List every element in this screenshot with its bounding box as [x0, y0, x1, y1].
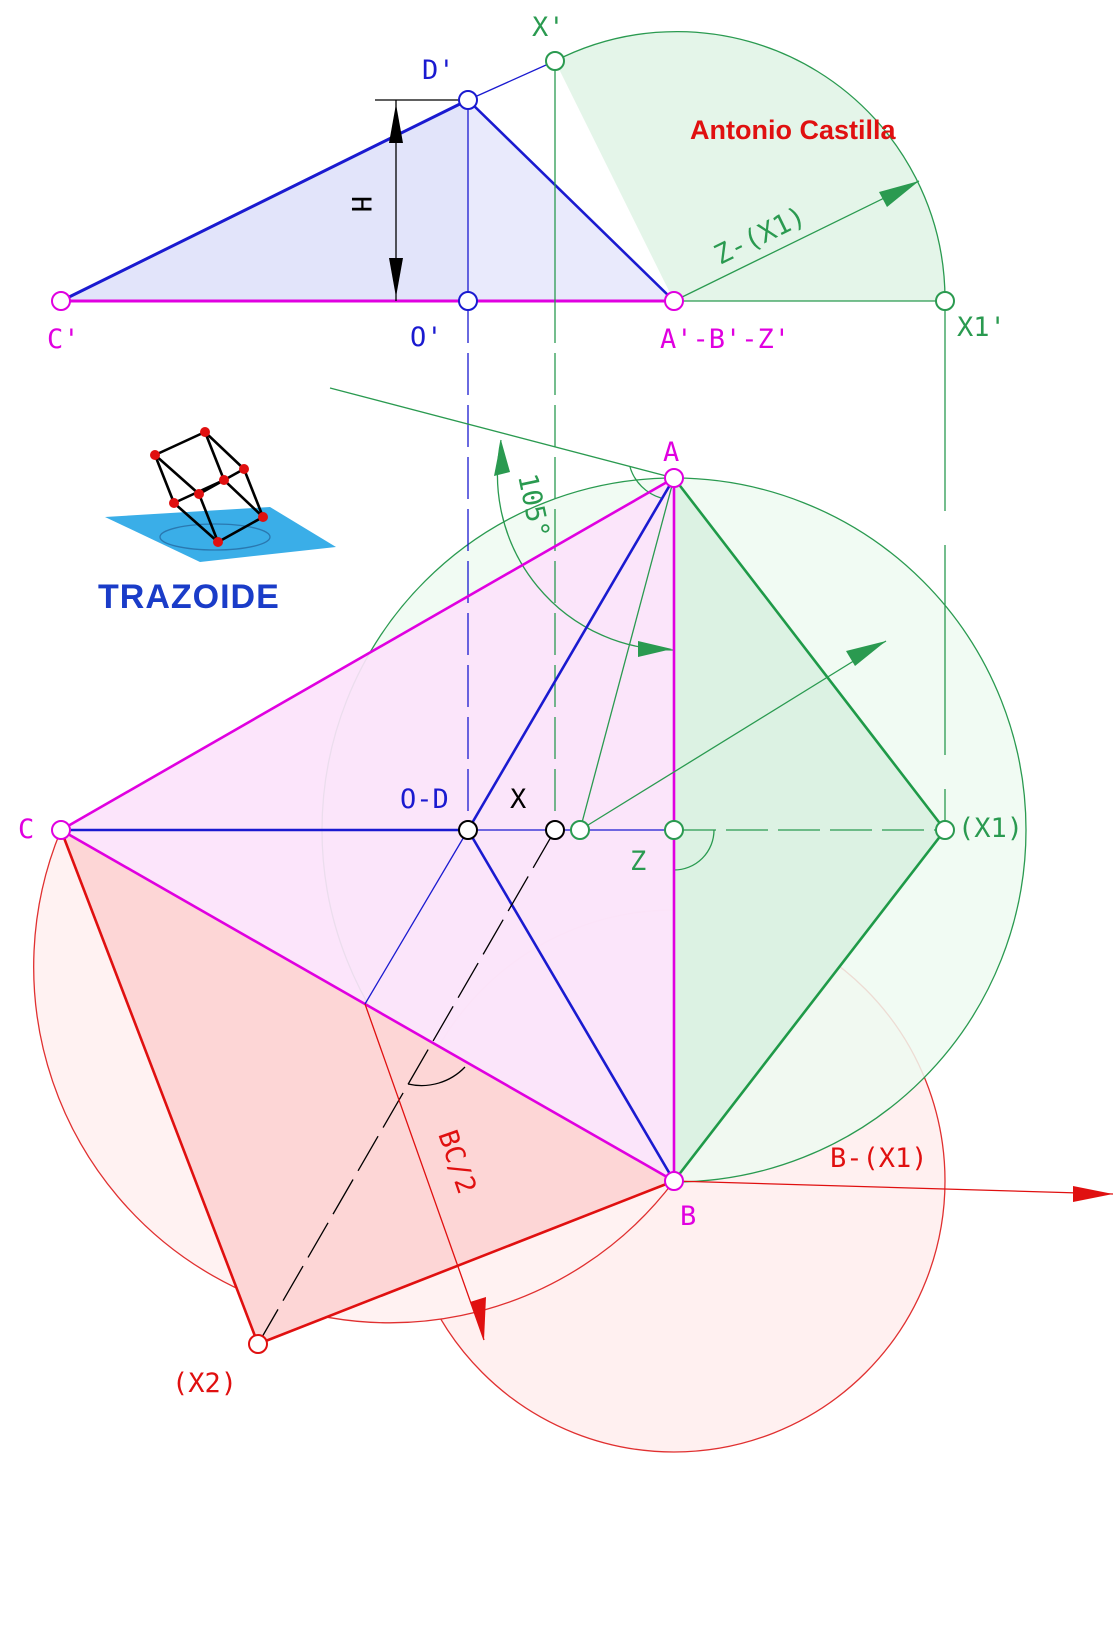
point-z: [664, 820, 684, 840]
point-x1: [935, 820, 955, 840]
label-x: X: [510, 784, 526, 815]
label-x1: (X1): [958, 813, 1023, 844]
logo-plane-shadow: [159, 523, 271, 551]
h-arrow-top: [389, 104, 403, 143]
label-z: Z: [630, 846, 646, 877]
radius-z-x1-arrow: [879, 181, 919, 207]
line-b-x1: [672, 829, 947, 1182]
point-o-prime: [458, 291, 478, 311]
line-xs-radius: [579, 640, 887, 831]
label-od: O-D: [400, 784, 449, 815]
rotation-reference-line: [329, 387, 675, 479]
label-x2: (X2): [172, 1368, 237, 1399]
edge-od-b: [466, 829, 676, 1182]
h-arrow-bottom: [389, 258, 403, 297]
point-x: [545, 820, 565, 840]
label-o-prime: O': [410, 322, 443, 353]
logo-edge-1: [153, 454, 176, 504]
logo-node: [219, 475, 229, 485]
logo-node: [239, 464, 249, 474]
logo-node: [213, 537, 223, 547]
line-d-x-prime: [467, 60, 556, 101]
logo-node: [258, 512, 268, 522]
quarter-disc-x1: [555, 31, 946, 301]
altitude-od-bc: [364, 829, 469, 1005]
edge-c-b: [60, 828, 675, 1183]
point-x2: [248, 1334, 268, 1354]
line-c-x2: [59, 829, 260, 1345]
label-c-prime: C': [47, 324, 80, 355]
label-abz-prime: A'-B'-Z': [660, 324, 790, 355]
line-d-a-prime: [467, 99, 675, 302]
point-a-prime: [664, 291, 684, 311]
right-angle-mark-bc: [407, 1066, 466, 1087]
point-a: [664, 468, 684, 488]
logo-node: [150, 450, 160, 460]
logo-edge-4: [197, 493, 220, 543]
point-x1-prime: [935, 291, 955, 311]
angle-arrow-right: [638, 641, 672, 657]
label-h: H: [345, 196, 376, 212]
logo-plane: [105, 507, 336, 562]
logo-node: [169, 498, 179, 508]
angle-arrow-top: [494, 440, 510, 476]
point-d-prime: [458, 90, 478, 110]
label-a: A: [663, 437, 679, 468]
label-b: B: [680, 1201, 696, 1232]
label-x1-prime: X1': [957, 312, 1006, 343]
edge-c-a: [60, 476, 675, 832]
logo-text: TRAZOIDE: [98, 578, 280, 616]
radius-bc-half-line: [364, 1003, 485, 1341]
radius-z-x1-line: [673, 180, 920, 302]
logo-node: [200, 427, 210, 437]
trazoide-logo: TRAZOIDE: [98, 427, 336, 616]
line-a-x1: [672, 477, 947, 831]
label-c: C: [18, 814, 34, 845]
label-d-prime: D': [422, 55, 455, 86]
radius-b-x1-line: [673, 1180, 1114, 1195]
label-x-prime: X': [532, 12, 565, 43]
edge-od-a: [466, 477, 676, 831]
radius-b-x1-arrow: [1073, 1186, 1113, 1202]
point-c-prime: [51, 291, 71, 311]
point-c: [51, 820, 71, 840]
point-b: [664, 1171, 684, 1191]
point-xs: [570, 820, 590, 840]
triangle-c-x2-b: [61, 830, 674, 1344]
line-x2-b: [257, 1179, 675, 1346]
quarter-arc-x1: [554, 31, 946, 302]
label-b-x1: B-(X1): [830, 1143, 928, 1174]
radius-ab-arrow: [846, 641, 886, 666]
logo-edge-2: [203, 431, 226, 481]
logo-node: [194, 489, 204, 499]
radius-bc-half-arrow: [470, 1297, 486, 1340]
author-name: Antonio Castilla: [690, 115, 896, 145]
right-angle-mark-z: [673, 829, 715, 871]
point-x-prime: [545, 51, 565, 71]
line-a-xs: [579, 477, 675, 831]
right-angle-mark-a: [629, 466, 662, 499]
point-od: [458, 820, 478, 840]
logo-edge-3: [242, 468, 265, 518]
